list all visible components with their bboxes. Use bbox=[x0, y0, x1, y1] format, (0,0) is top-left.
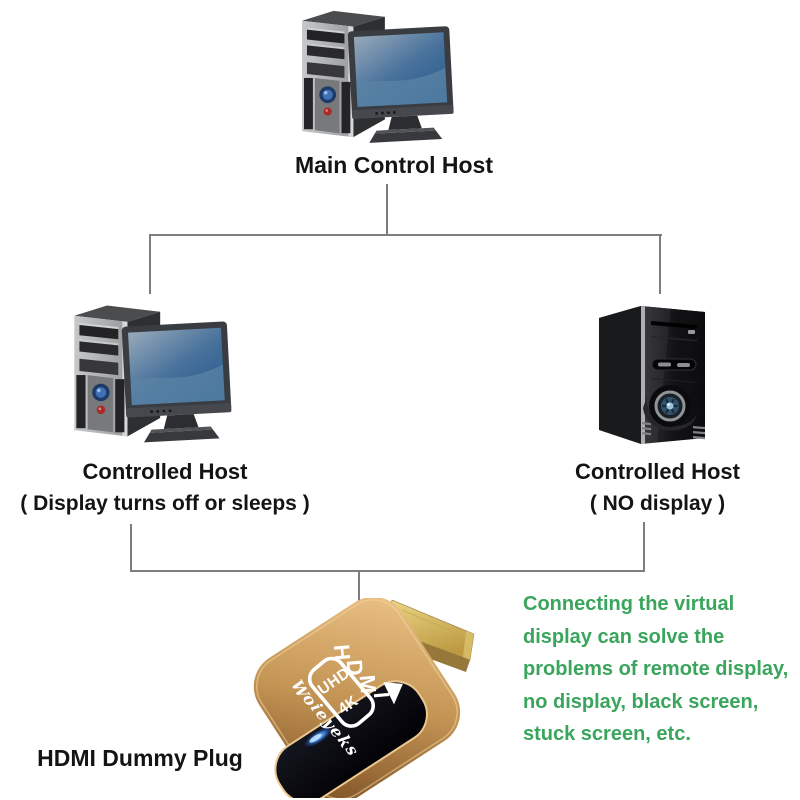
controlled-host-right-tower-image bbox=[599, 306, 705, 444]
benefit-note-line: Connecting the virtual bbox=[523, 593, 735, 615]
connector-line-top-horizontal bbox=[149, 234, 662, 236]
benefit-note: Connecting the virtual display can solve… bbox=[523, 588, 800, 751]
main-host-label: Main Control Host bbox=[294, 152, 494, 178]
main-host-computer-image bbox=[288, 3, 466, 147]
connector-line-top-right-drop bbox=[659, 236, 661, 294]
plug-label: HDMI Dummy Plug bbox=[37, 745, 243, 771]
connector-line-plug-drop bbox=[358, 572, 360, 618]
plug-led-core bbox=[309, 733, 322, 743]
plug-front-face bbox=[274, 680, 428, 798]
benefit-note-line: no display, black screen, bbox=[523, 690, 759, 713]
controlled-host-left-sublabel: ( Display turns off or sleeps ) bbox=[20, 492, 310, 515]
plug-triangle-logo-icon bbox=[383, 682, 403, 705]
connector-line-bottom-left-drop bbox=[130, 524, 132, 571]
benefit-note-line: problems of remote display, bbox=[523, 658, 789, 680]
controlled-host-left-computer-image bbox=[60, 297, 244, 447]
controlled-host-right-sublabel: ( NO display ) bbox=[589, 492, 726, 515]
connector-line-main-drop bbox=[386, 184, 388, 235]
controlled-host-left-label: Controlled Host bbox=[82, 459, 248, 484]
connector-line-bottom-horizontal bbox=[130, 570, 645, 572]
connector-line-top-left-drop bbox=[149, 236, 151, 294]
hdmi-dummy-plug-image: HDMI UHD 4K Woieyeks bbox=[253, 598, 475, 798]
benefit-note-line: display can solve the bbox=[523, 625, 725, 648]
benefit-note-line: stuck screen, etc. bbox=[523, 723, 691, 745]
connector-line-bottom-right-drop bbox=[643, 522, 645, 571]
plug-body bbox=[253, 598, 461, 798]
controlled-host-right-label: Controlled Host bbox=[575, 459, 740, 484]
